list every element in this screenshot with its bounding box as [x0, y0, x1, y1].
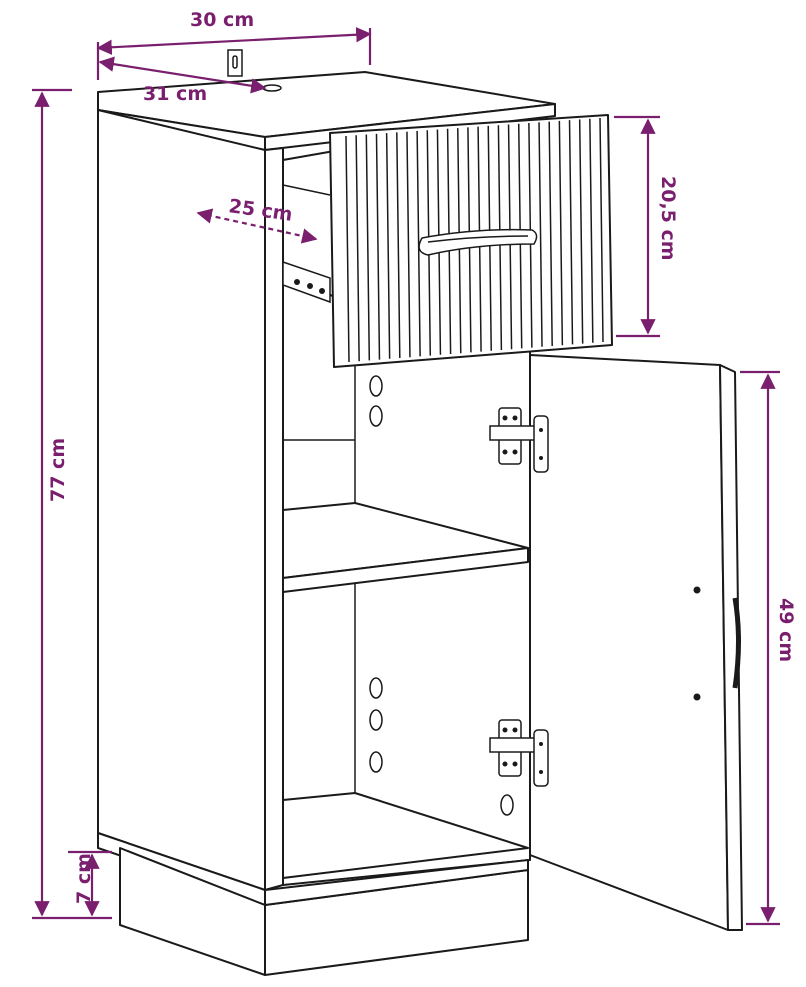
drawer-runner — [282, 260, 331, 304]
flute-line — [365, 134, 371, 361]
flute-line — [375, 133, 381, 360]
plinth-height-label: 7 cm — [73, 853, 95, 904]
door-edge — [719, 364, 743, 931]
cable-hole-icon — [262, 84, 282, 92]
handle-screw-icon — [693, 586, 701, 594]
width-dimension-line — [96, 27, 372, 55]
flute-line — [416, 130, 421, 357]
cable-slot-icon — [227, 49, 243, 77]
flute-line — [385, 133, 391, 359]
door-handle[interactable] — [732, 597, 741, 689]
upper-hinge-icon — [489, 407, 549, 473]
drawer-handle[interactable] — [418, 228, 538, 256]
door-height-label: 49 cm — [775, 598, 797, 662]
flute-line — [538, 122, 543, 347]
flute-line — [558, 120, 564, 346]
shelf-front-edge — [282, 547, 529, 593]
flute-line — [548, 121, 553, 347]
flute-line — [396, 132, 401, 359]
depth-label: 31 cm — [143, 83, 207, 105]
flute-line — [345, 135, 350, 363]
flute-line — [355, 135, 360, 362]
depth-dimension-line — [98, 56, 267, 94]
handle-screw-icon — [693, 693, 701, 701]
flute-line — [589, 118, 594, 343]
width-label: 30 cm — [190, 9, 254, 31]
left-side-panel — [97, 109, 266, 891]
shelf-pin-holes — [369, 375, 514, 816]
flute-line — [406, 131, 411, 358]
front-frame — [264, 147, 284, 891]
flute-line — [568, 120, 574, 345]
drawer-depth-dimension-line — [196, 208, 318, 244]
flute-line — [599, 117, 604, 343]
dimension-annotations: 30 cm 31 cm 25 cm 20,5 cm 77 cm 7 cm 49 … — [32, 9, 797, 926]
drawer[interactable] — [282, 114, 613, 368]
lower-hinge-icon — [489, 719, 549, 787]
door[interactable] — [489, 354, 743, 931]
total-height-label: 77 cm — [47, 438, 69, 502]
door-panel[interactable] — [529, 354, 729, 931]
bottom-panel — [282, 792, 529, 879]
flute-line — [578, 119, 584, 344]
drawer-height-label: 20,5 cm — [657, 176, 679, 261]
